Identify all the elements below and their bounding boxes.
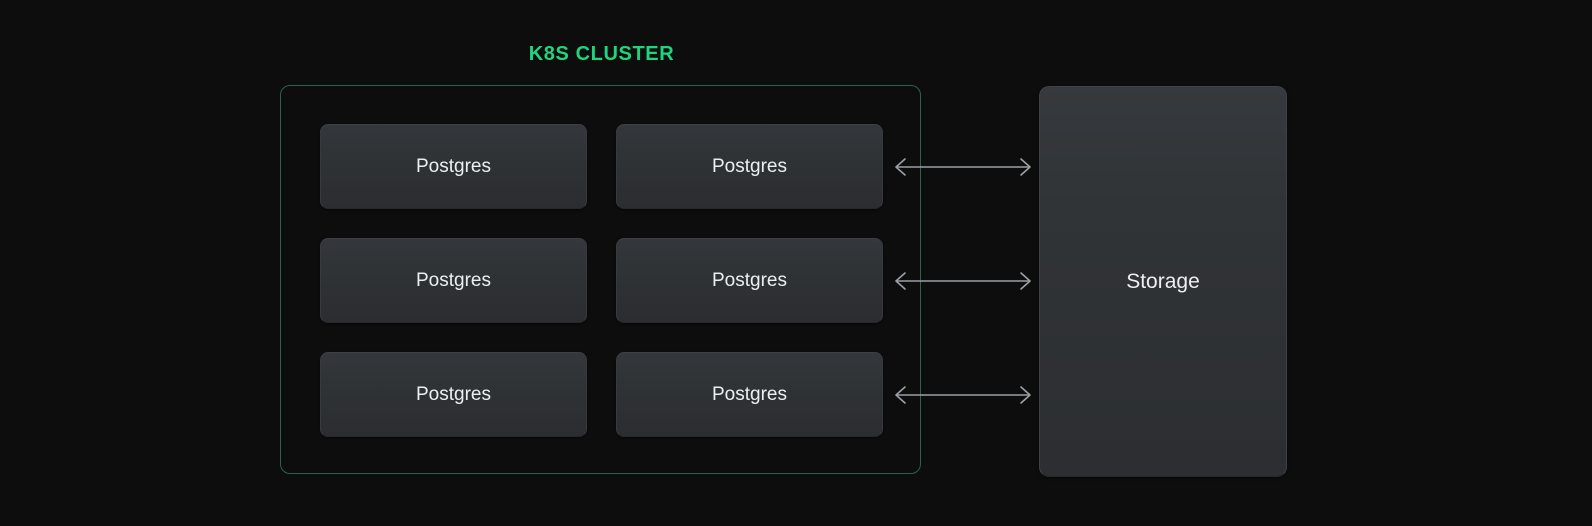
postgres-node-label: Postgres <box>712 383 787 405</box>
postgres-node[interactable]: Postgres <box>616 238 883 323</box>
postgres-node-grid: Postgres Postgres Postgres Postgres Post… <box>320 124 883 437</box>
postgres-node-label: Postgres <box>416 269 491 291</box>
postgres-node[interactable]: Postgres <box>320 124 587 209</box>
postgres-node-label: Postgres <box>416 155 491 177</box>
postgres-node[interactable]: Postgres <box>616 124 883 209</box>
postgres-node-label: Postgres <box>712 155 787 177</box>
postgres-node[interactable]: Postgres <box>320 352 587 437</box>
postgres-node-label: Postgres <box>416 383 491 405</box>
k8s-cluster-boundary <box>280 85 921 474</box>
postgres-node-label: Postgres <box>712 269 787 291</box>
postgres-node[interactable]: Postgres <box>616 352 883 437</box>
storage-label: Storage <box>1126 269 1200 293</box>
cluster-title: K8S CLUSTER <box>528 43 675 65</box>
storage-box[interactable]: Storage <box>1039 86 1287 477</box>
postgres-node[interactable]: Postgres <box>320 238 587 323</box>
